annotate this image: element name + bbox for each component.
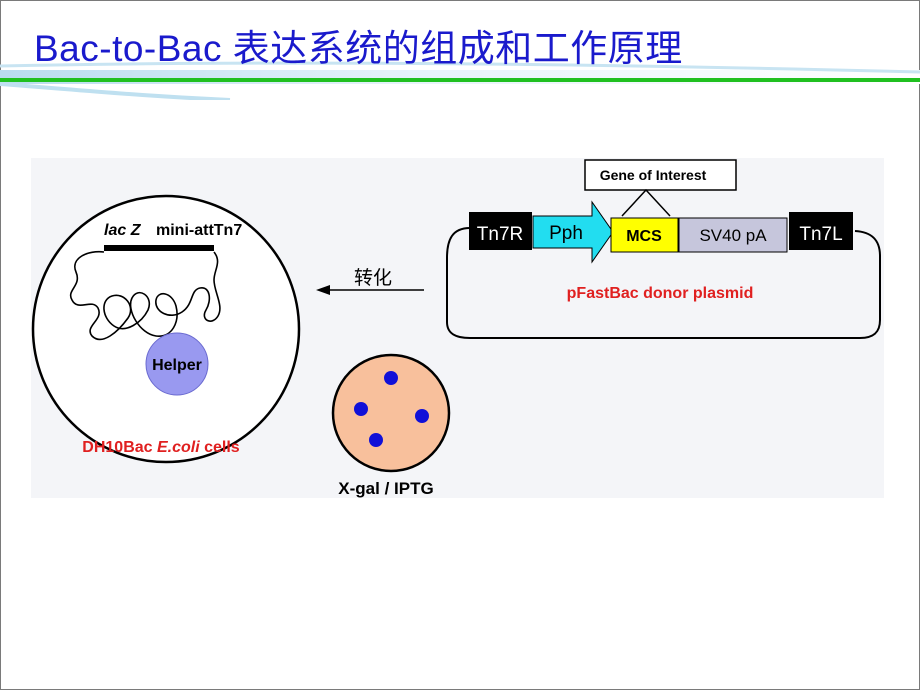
header-decoration bbox=[0, 61, 920, 100]
transformation-label: 转化 bbox=[354, 267, 392, 289]
blue-colony bbox=[384, 371, 398, 385]
tn7l-box bbox=[789, 212, 853, 250]
pfastbac-plasmid: Gene of Interest Tn7R Pph MCS SV40 pA Tn… bbox=[446, 159, 881, 339]
mcs-label: MCS bbox=[626, 228, 662, 245]
sv40pa-box bbox=[678, 217, 788, 253]
gene-of-interest-label: Gene of Interest bbox=[600, 167, 707, 183]
plasmid-caption: pFastBac donor plasmid bbox=[567, 285, 754, 302]
plate-caption: X-gal / IPTG bbox=[338, 479, 433, 498]
cell-outline bbox=[31, 194, 301, 464]
mini-att-label: mini-attTn7 bbox=[156, 222, 242, 239]
cell-caption: DH10Bac E.coli cells bbox=[82, 439, 240, 456]
helper-plasmid bbox=[145, 332, 209, 396]
pph-label: Pph bbox=[549, 223, 583, 244]
plasmid-backbone bbox=[446, 227, 881, 339]
blue-colony bbox=[369, 433, 383, 447]
lacz-label: lac Z bbox=[104, 222, 142, 239]
tn7l-label: Tn7L bbox=[799, 224, 842, 245]
dh10bac-cell: lac Z mini-attTn7 Helper DH10Bac E.coli … bbox=[31, 194, 301, 464]
agar-plate bbox=[331, 353, 451, 473]
bacmid-dna-squiggle bbox=[69, 250, 221, 341]
transformation-arrow: 转化 bbox=[316, 267, 424, 295]
slide-title: Bac-to-Bac 表达系统的组成和工作原理 bbox=[34, 28, 683, 69]
helper-label: Helper bbox=[152, 357, 202, 374]
blue-colony bbox=[354, 402, 368, 416]
sv40pa-label: SV40 pA bbox=[699, 226, 767, 245]
xgal-plate: X-gal / IPTG bbox=[331, 353, 451, 498]
gene-insertion-pointer bbox=[621, 188, 671, 217]
pph-promoter-arrow bbox=[532, 200, 614, 264]
header-green-rule bbox=[0, 78, 920, 82]
blue-colony bbox=[415, 409, 429, 423]
tn7r-box bbox=[469, 212, 532, 250]
gene-of-interest-box bbox=[584, 159, 737, 191]
mcs-box bbox=[610, 217, 679, 253]
tn7r-label: Tn7R bbox=[477, 224, 523, 245]
